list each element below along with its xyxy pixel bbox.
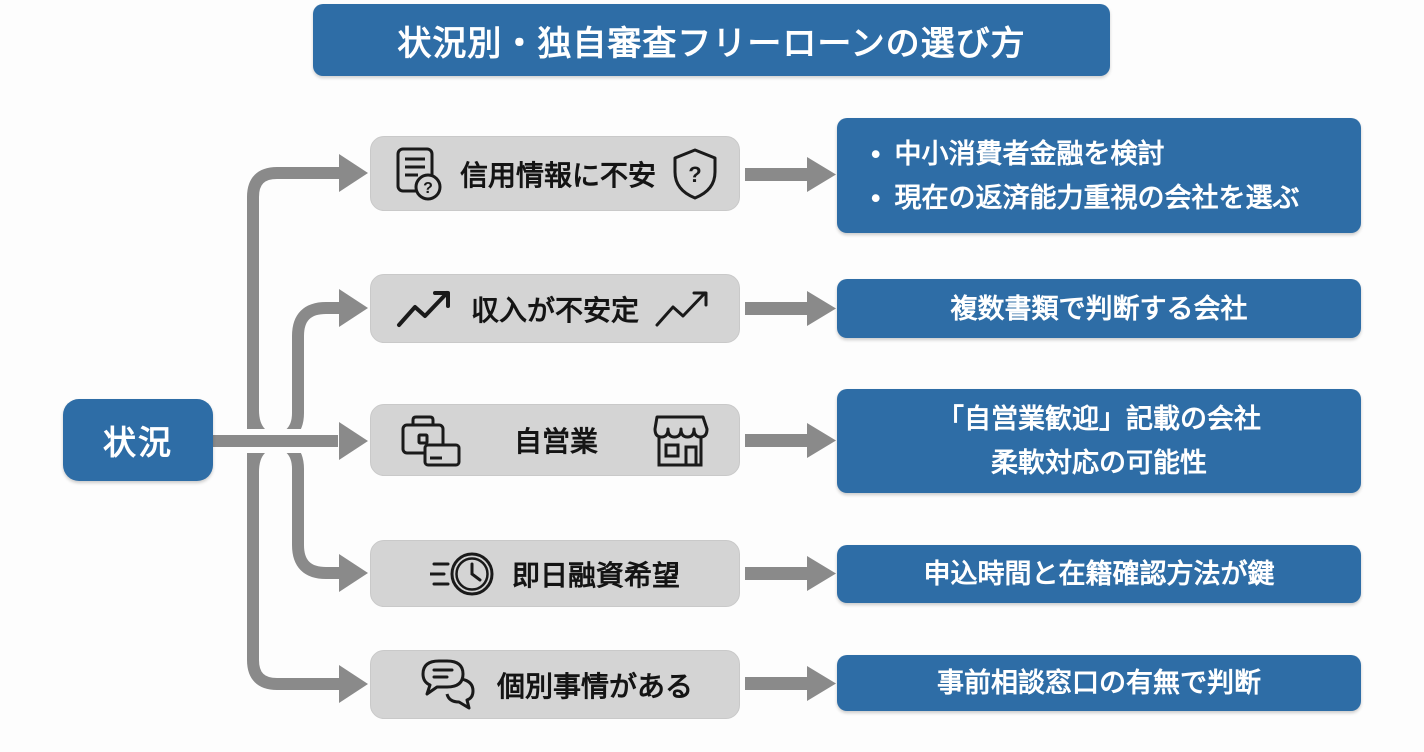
result-box-special-circumstances: 事前相談窓口の有無で判断 xyxy=(837,655,1361,711)
result-text: 中小消費者金融を検討 xyxy=(894,138,1165,169)
speech-bubbles-icon xyxy=(421,659,475,709)
document-question-icon: ? xyxy=(396,147,442,200)
result-line: • 中小消費者金融を検討 xyxy=(871,132,1164,176)
condition-label: 個別事情がある xyxy=(496,670,693,702)
root-node-situation: 状況 xyxy=(63,399,213,481)
svg-text:?: ? xyxy=(688,162,701,187)
branch-lines xyxy=(247,167,346,690)
result-box-credit-concern: • 中小消費者金融を検討 • 現在の返済能力重視の会社を選ぶ xyxy=(837,118,1361,233)
result-line: 「自営業歓迎」記載の会社 xyxy=(937,404,1261,434)
condition-box-same-day-loan: 即日融資希望 xyxy=(370,540,740,607)
shield-question-icon: ? xyxy=(673,148,717,199)
condition-box-unstable-income: 収入が不安定 xyxy=(370,274,740,343)
condition-box-self-employed: 自営業 xyxy=(370,404,740,476)
arrowhead-row4 xyxy=(339,554,368,592)
result-line: 柔軟対応の可能性 xyxy=(991,448,1207,478)
branch-inner-down xyxy=(265,435,346,579)
result-line: • 現在の返済能力重視の会社を選ぶ xyxy=(871,176,1299,220)
arrowhead-row1 xyxy=(339,154,368,192)
bullet: • xyxy=(871,182,881,213)
mid-arrow-row4 xyxy=(745,556,836,591)
result-box-unstable-income: 複数書類で判断する会社 xyxy=(837,279,1361,338)
result-line: 複数書類で判断する会社 xyxy=(950,293,1248,324)
condition-box-credit-concern: ? 信用情報に不安 ? xyxy=(370,136,740,211)
result-text: 現在の返済能力重視の会社を選ぶ xyxy=(894,182,1300,213)
page-title: 状況別・独自審査フリーローンの選び方 xyxy=(313,4,1110,76)
bullet: • xyxy=(871,138,881,169)
result-line: 事前相談窓口の有無で判断 xyxy=(937,668,1261,698)
speed-clock-icon xyxy=(429,552,494,595)
trend-up-arrow-icon xyxy=(396,290,450,327)
briefcase-card-icon xyxy=(401,415,461,467)
condition-label: 信用情報に不安 xyxy=(459,159,656,191)
mid-arrow-row3 xyxy=(745,423,836,458)
result-box-same-day-loan: 申込時間と在籍確認方法が鍵 xyxy=(837,545,1361,603)
result-box-self-employed: 「自営業歓迎」記載の会社 柔軟対応の可能性 xyxy=(837,389,1361,493)
trend-up-arrow-icon xyxy=(655,291,708,326)
mid-arrow-row5 xyxy=(745,666,836,701)
svg-text:?: ? xyxy=(423,180,433,197)
storefront-icon xyxy=(653,415,709,467)
condition-box-special-circumstances: 個別事情がある xyxy=(370,650,740,719)
condition-label: 収入が不安定 xyxy=(470,294,639,326)
condition-label: 自営業 xyxy=(513,426,598,457)
condition-label: 即日融資希望 xyxy=(511,559,680,591)
mid-arrow-row2 xyxy=(745,291,836,326)
arrowhead-row3 xyxy=(339,422,368,460)
arrowhead-row2 xyxy=(339,289,368,327)
mid-arrows xyxy=(745,157,836,701)
result-line: 申込時間と在籍確認方法が鍵 xyxy=(923,559,1275,589)
arrowhead-row5 xyxy=(339,665,368,703)
mid-arrow-row1 xyxy=(745,157,836,192)
branch-inner-up xyxy=(265,302,346,447)
branch-arrowheads xyxy=(339,154,368,703)
